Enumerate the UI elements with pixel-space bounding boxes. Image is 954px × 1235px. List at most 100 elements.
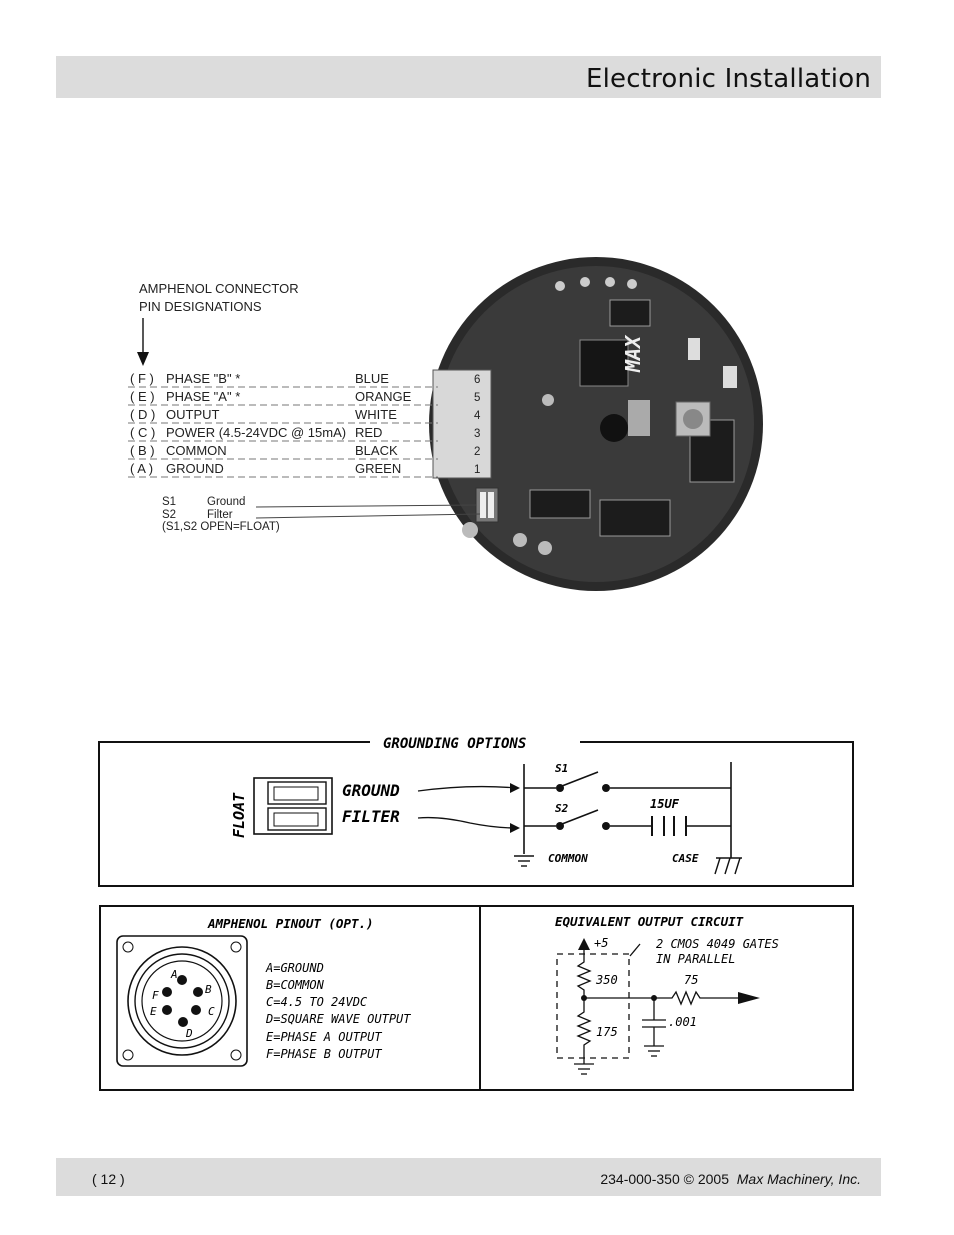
amphenol-connector (116, 935, 248, 1067)
float-label: FLOAT (230, 792, 248, 838)
terminal-number: 2 (474, 446, 481, 458)
dip-lever-2 (488, 492, 494, 518)
pin-function: OUTPUT (166, 407, 220, 422)
s2-label: Filter (207, 509, 233, 521)
chip-lower (599, 499, 671, 537)
s2-label: S2 (555, 802, 569, 815)
chip-left (529, 489, 591, 519)
s1-id: S1 (162, 496, 177, 508)
r-bottom-label: 175 (596, 1025, 618, 1039)
common-ground-symbol (514, 855, 534, 867)
pin-color: BLUE (355, 371, 389, 386)
led-bottom-1 (513, 533, 527, 547)
footer-credit: 234-000-350 © 2005 Max Machinery, Inc. (600, 1171, 861, 1187)
terminal-number: 1 (474, 464, 481, 476)
board-brand: MAX (621, 334, 645, 373)
terminal-number: 6 (474, 374, 481, 386)
position-chip (689, 419, 735, 483)
pin-letter: ( E ) (130, 389, 155, 404)
pin-color: GREEN (355, 461, 402, 476)
pinout-legend-item: A=GROUND (265, 961, 324, 975)
output-circuit-title: EQUIVALENT OUTPUT CIRCUIT (555, 914, 744, 929)
supply-arrow (578, 938, 590, 950)
header-bar: Electronic Installation (56, 56, 881, 98)
pinout-legend-item: B=COMMON (266, 978, 325, 992)
filter-arrow (417, 816, 517, 829)
doc-number: 234-000-350 © 2005 (600, 1171, 729, 1187)
pcb-inner (438, 266, 754, 582)
filter-arrow-head (510, 823, 520, 833)
pin-function: GROUND (166, 461, 224, 476)
s1-contact-right (602, 784, 610, 792)
pin-B: B (205, 983, 212, 996)
pin-color: ORANGE (355, 389, 412, 404)
terminal-number: 3 (474, 428, 481, 440)
connector-heading-line1: AMPHENOL CONNECTOR (139, 281, 299, 296)
capacitor-can (600, 414, 628, 442)
output-circuit-box (479, 905, 854, 1091)
dip-switch-drawing: FLOAT (230, 777, 333, 838)
node-dot-cap (651, 995, 657, 1001)
common-label: COMMON (548, 852, 588, 865)
main-chip (579, 339, 629, 387)
company-name: Max Machinery, Inc. (736, 1171, 861, 1187)
pin-color: WHITE (355, 407, 397, 422)
pinout-legend-item: D=SQUARE WAVE OUTPUT (265, 1012, 411, 1026)
cap-label: .001 (668, 1015, 697, 1029)
dip-lever-1 (480, 492, 486, 518)
dip-switch (475, 487, 499, 523)
pin-letter: ( D ) (130, 407, 156, 422)
pin-function: PHASE "B" * (166, 371, 241, 386)
pin-A: A (170, 968, 178, 981)
led-cal (580, 277, 590, 287)
page-number: ( 12 ) (92, 1171, 125, 1187)
pin-function: COMMON (166, 443, 227, 458)
pin-leader-lines (128, 386, 438, 478)
led-dir (605, 277, 615, 287)
s1-label: Ground (207, 496, 246, 508)
grounding-title: GROUNDING OPTIONS (383, 736, 526, 752)
comb-jumper (688, 338, 700, 360)
gates-line1: 2 CMOS 4049 GATES (656, 937, 779, 951)
case-ground-symbol (714, 857, 742, 875)
r-series-label: 75 (684, 973, 698, 987)
gates-line2: IN PARALLEL (656, 952, 735, 966)
s2-leader (255, 513, 481, 519)
s1-blade (561, 771, 599, 787)
pin-letter: ( F ) (130, 371, 154, 386)
grounding-box (98, 741, 854, 887)
chip-top (609, 299, 651, 327)
led-bottom-3 (462, 522, 478, 538)
board-figure-graphics: MAX (128, 257, 763, 591)
pinout-legend-item: E=PHASE A OUTPUT (266, 1030, 382, 1044)
case-label: CASE (672, 852, 699, 865)
pinout-title: AMPHENOL PINOUT (OPT.) (207, 916, 374, 931)
pin-letter: ( C ) (130, 425, 156, 440)
arrow-head (137, 352, 149, 366)
grounding-diagrams: GROUNDING OPTIONS FLOAT GROUND FILTER CO… (98, 736, 854, 1091)
pin-function: PHASE "A" * (166, 389, 241, 404)
led-mid (542, 394, 554, 406)
pin-F: F (152, 989, 159, 1002)
supply-label: +5 (594, 936, 608, 950)
terminal-block (432, 369, 492, 479)
switch-note: (S1,S2 OPEN=FLOAT) (162, 521, 280, 533)
pin-color: BLACK (355, 443, 398, 458)
filter-label: FILTER (342, 807, 400, 826)
s1-leader (255, 504, 477, 508)
connector-heading-line2: PIN DESIGNATIONS (139, 299, 262, 314)
footer-bar: ( 12 ) 234-000-350 © 2005 Max Machinery,… (56, 1158, 881, 1196)
page-title: Electronic Installation (585, 64, 871, 94)
rotary-knob (683, 409, 703, 429)
ground-label: GROUND (342, 781, 400, 800)
led-out (627, 279, 637, 289)
terminal-number: 4 (474, 410, 481, 422)
terminal-number: 5 (474, 392, 481, 404)
capacitor-label: 15UF (650, 797, 680, 811)
s1-label: S1 (555, 762, 568, 775)
pin-color: RED (355, 425, 383, 440)
pinout-legend-item: F=PHASE B OUTPUT (266, 1047, 382, 1061)
crystal (628, 400, 650, 436)
cal-button (723, 366, 737, 388)
pin-function: POWER (4.5-24VDC @ 15mA) (166, 425, 347, 440)
